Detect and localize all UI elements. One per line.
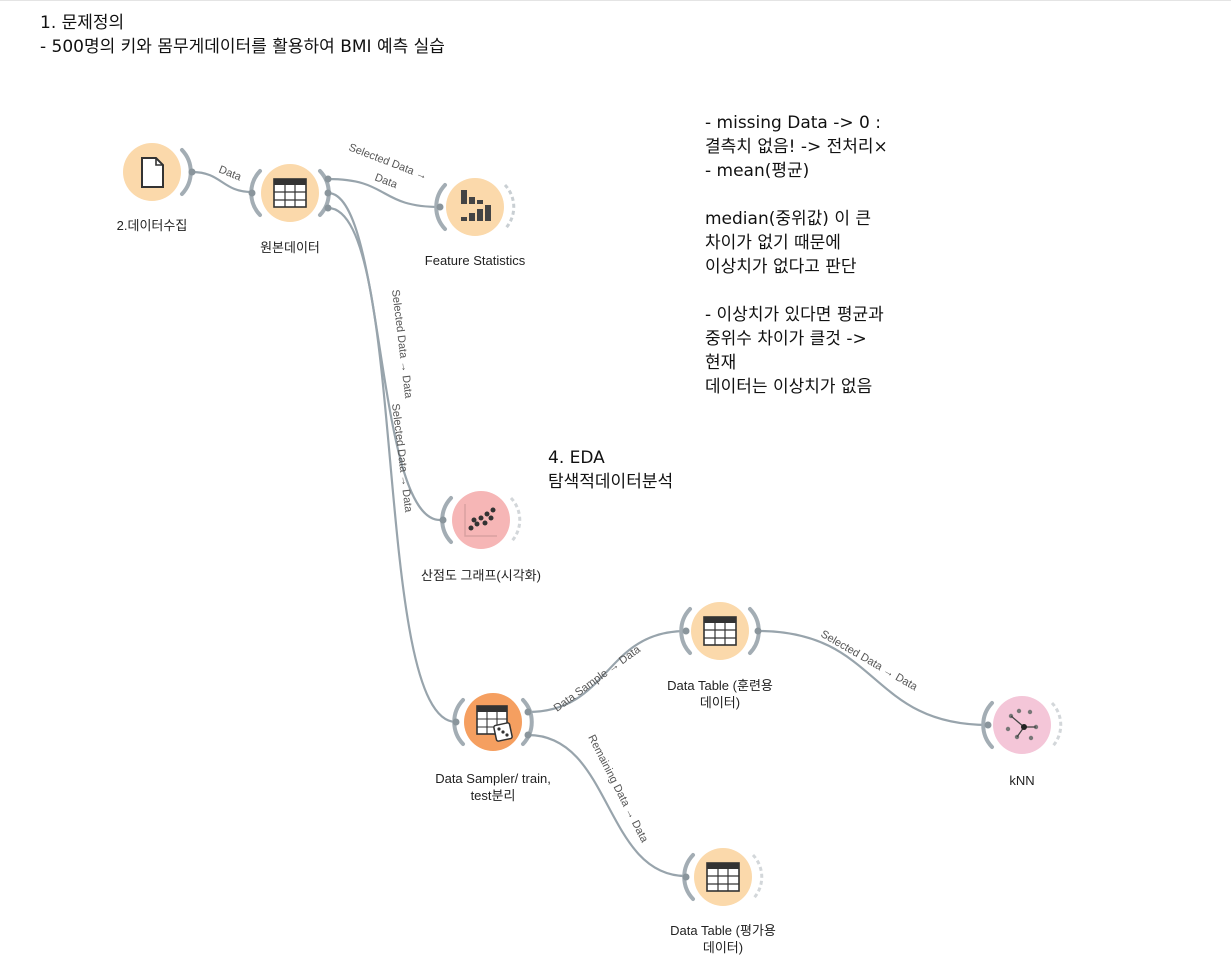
input-anchor[interactable] [452, 718, 460, 726]
output-anchor-2[interactable] [524, 731, 532, 739]
node-knn-label: kNN [1009, 773, 1034, 788]
edge-train-to-knn[interactable] [757, 629, 989, 727]
node-table-test-label-1: Data Table (평가용 [670, 923, 776, 938]
node-feature-statistics-circle [446, 178, 504, 236]
node-table-test[interactable]: Data Table (평가용 데이터) [670, 848, 776, 955]
file-icon [141, 157, 164, 188]
node-file[interactable]: 2.데이터수집 [117, 143, 196, 233]
edge-labels: Data Selected Data → Data Selected Data … [217, 142, 920, 846]
edge-table-to-scatter[interactable] [327, 191, 441, 522]
edge-table-to-sampler[interactable] [327, 206, 457, 724]
node-scatter-plot[interactable]: 산점도 그래프(시각화) [421, 491, 541, 583]
input-channel[interactable] [679, 607, 692, 655]
node-file-label: 2.데이터수집 [117, 218, 188, 233]
output-anchor-2[interactable] [324, 189, 332, 197]
output-anchor-1[interactable] [524, 708, 532, 716]
edge-label-train-to-knn: Selected Data → Data [819, 628, 921, 694]
node-data-sampler-label-2: test분리 [471, 788, 516, 803]
node-table-test-label-2: 데이터) [703, 940, 743, 955]
output-channel[interactable] [503, 183, 516, 231]
node-table-train[interactable]: Data Table (훈련용 데이터) [667, 602, 773, 710]
output-anchor-3[interactable] [324, 204, 332, 212]
edges [191, 170, 989, 878]
output-channel[interactable] [1050, 701, 1063, 749]
output-anchor-1[interactable] [324, 175, 332, 183]
node-feature-statistics-label: Feature Statistics [425, 253, 526, 268]
output-channel[interactable] [751, 853, 764, 901]
node-table-train-label-1: Data Table (훈련용 [667, 678, 773, 693]
input-anchor[interactable] [436, 203, 444, 211]
dice-table-icon [476, 705, 513, 742]
scatter-plot-icon [464, 504, 497, 537]
node-feature-statistics[interactable]: Feature Statistics [425, 178, 526, 268]
node-table-train-label-2: 데이터) [700, 695, 740, 710]
input-channel[interactable] [434, 183, 447, 231]
node-knn[interactable]: kNN [981, 696, 1063, 788]
edge-table-to-stats[interactable] [327, 177, 441, 209]
missing-data-note[interactable]: - missing Data -> 0 : 결측치 없음! -> 전처리× - … [705, 113, 888, 397]
edge-file-to-table[interactable] [191, 170, 253, 194]
node-table-original[interactable]: 원본데이터 [248, 164, 332, 255]
input-anchor[interactable] [248, 189, 256, 197]
node-table-original-label: 원본데이터 [260, 240, 320, 255]
edge-label-sampler-to-train: Data Sample → Data [552, 643, 644, 714]
edge-label-sampler-to-test: Remaining Data → Data [585, 733, 650, 845]
output-channel[interactable] [521, 698, 534, 746]
node-data-sampler-label-1: Data Sampler/ train, [435, 771, 551, 786]
output-channel[interactable] [509, 496, 522, 544]
problem-definition-note[interactable]: 1. 문제정의 - 500명의 키와 몸무게데이터를 활용하여 BMI 예측 실… [40, 13, 445, 57]
table-icon [273, 178, 307, 208]
output-anchor[interactable] [188, 168, 196, 176]
edge-label-table-to-scatter-1: Selected Data → Data [389, 289, 414, 400]
knn-icon [1005, 708, 1039, 741]
edge-sampler-to-train[interactable] [527, 629, 687, 714]
input-anchor[interactable] [439, 516, 447, 524]
input-anchor[interactable] [682, 873, 690, 881]
input-anchor[interactable] [984, 721, 992, 729]
bar-chart-icon [461, 190, 491, 221]
eda-note[interactable]: 4. EDA 탐색적데이터분석 [548, 448, 674, 492]
table-icon [706, 862, 740, 892]
output-anchor[interactable] [754, 627, 762, 635]
node-data-sampler[interactable]: Data Sampler/ train, test분리 [435, 693, 551, 803]
table-icon [703, 616, 737, 646]
top-border [0, 0, 1231, 1]
input-anchor[interactable] [682, 627, 690, 635]
edge-sampler-to-test[interactable] [527, 733, 687, 878]
input-channel[interactable] [981, 701, 994, 749]
node-scatter-plot-label: 산점도 그래프(시각화) [421, 568, 541, 583]
